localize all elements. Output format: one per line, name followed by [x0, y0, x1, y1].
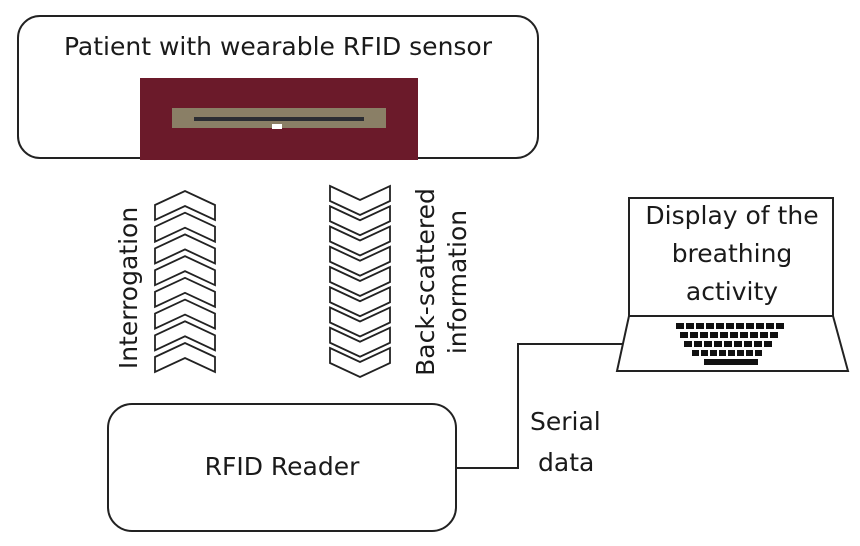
backscatter-chevron-1 — [329, 184, 391, 216]
keyboard-key — [755, 350, 762, 356]
backscatter-chevron-9 — [329, 346, 391, 378]
keyboard-key — [684, 341, 692, 347]
interrogation-chevron-4 — [154, 255, 216, 287]
laptop-display-line1: Display of the — [645, 201, 818, 230]
keyboard-key — [734, 341, 742, 347]
keyboard-spacebar — [704, 359, 758, 365]
interrogation-chevrons — [154, 190, 216, 374]
backscatter-chevrons — [329, 184, 391, 378]
sensor-antenna — [194, 117, 364, 121]
interrogation-chevron-6 — [154, 298, 216, 330]
backscatter-chevron-5 — [329, 265, 391, 297]
keyboard-key — [770, 332, 778, 338]
backscatter-chevron-3 — [329, 225, 391, 257]
keyboard-key — [754, 341, 762, 347]
keyboard-key — [764, 341, 772, 347]
keyboard-key — [750, 332, 758, 338]
keyboard-key — [740, 332, 748, 338]
keyboard-key — [694, 341, 702, 347]
serial-data-line — [456, 343, 680, 469]
backscatter-chevron-8 — [329, 326, 391, 358]
laptop-base — [615, 315, 850, 372]
keyboard-key — [696, 323, 704, 329]
keyboard-key — [724, 341, 732, 347]
keyboard-key — [714, 341, 722, 347]
keyboard-key — [746, 323, 754, 329]
keyboard-key — [737, 350, 744, 356]
backscatter-label-line1: Back-scattered — [411, 188, 440, 376]
backscatter-chevron-7 — [329, 306, 391, 338]
keyboard-key — [706, 323, 714, 329]
interrogation-chevron-8 — [154, 342, 216, 374]
patient-box-label: Patient with wearable RFID sensor — [64, 32, 493, 61]
sensor-chip — [272, 124, 282, 129]
keyboard-key — [720, 332, 728, 338]
interrogation-chevron-5 — [154, 276, 216, 309]
backscatter-chevron-2 — [329, 204, 391, 237]
reader-box-label: RFID Reader — [205, 452, 361, 481]
keyboard-key — [728, 350, 735, 356]
interrogation-chevron-3 — [154, 233, 216, 265]
serial-data-label-line2: data — [538, 448, 594, 477]
serial-data-label-line1: Serial — [530, 407, 601, 436]
keyboard-key — [704, 341, 712, 347]
keyboard-key — [736, 323, 744, 329]
keyboard-key — [676, 323, 684, 329]
keyboard-key — [766, 323, 774, 329]
backscatter-chevron-4 — [329, 245, 391, 277]
interrogation-label: Interrogation — [114, 207, 143, 369]
keyboard-key — [744, 341, 752, 347]
backscatter-label-line2: information — [443, 210, 472, 354]
laptop-screen — [628, 197, 834, 317]
keyboard-key — [690, 332, 698, 338]
keyboard-key — [710, 332, 718, 338]
keyboard-key — [756, 323, 764, 329]
keyboard-key — [680, 332, 688, 338]
backscatter-chevron-6 — [329, 285, 391, 318]
interrogation-chevron-1 — [154, 190, 216, 222]
keyboard-key — [719, 350, 726, 356]
keyboard-key — [701, 350, 708, 356]
laptop-keyboard-icon — [676, 323, 784, 365]
interrogation-chevron-7 — [154, 320, 216, 352]
keyboard-key — [700, 332, 708, 338]
keyboard-key — [710, 350, 717, 356]
laptop-display-line3: activity — [686, 277, 778, 306]
keyboard-key — [730, 332, 738, 338]
keyboard-key — [726, 323, 734, 329]
keyboard-key — [686, 323, 694, 329]
interrogation-chevron-2 — [154, 211, 216, 244]
laptop-display-line2: breathing — [672, 239, 793, 268]
keyboard-key — [760, 332, 768, 338]
keyboard-key — [692, 350, 699, 356]
keyboard-key — [776, 323, 784, 329]
keyboard-key — [746, 350, 753, 356]
keyboard-key — [716, 323, 724, 329]
